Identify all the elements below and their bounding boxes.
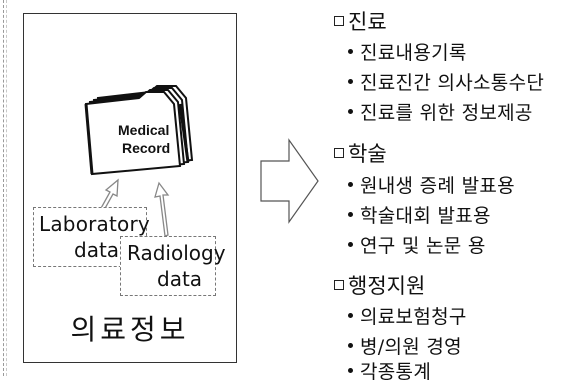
list-item: 병/의원 경영	[348, 332, 462, 359]
section-title-academic: 학술	[334, 138, 387, 168]
dot-bullet-icon	[348, 242, 353, 247]
medical-record-folder-icon	[84, 85, 194, 176]
list-item-text: 진료내용기록	[360, 42, 467, 64]
left-edge-border	[3, 0, 7, 376]
list-item: 진료진간 의사소통수단	[348, 68, 544, 95]
rad-label-line1: Radiology	[127, 241, 226, 265]
dot-bullet-icon	[348, 182, 353, 187]
section-title-text: 진료	[348, 10, 387, 34]
dot-bullet-icon	[348, 49, 353, 54]
square-bullet-icon	[334, 280, 344, 290]
list-item: 진료내용기록	[348, 38, 467, 65]
dot-bullet-icon	[348, 343, 353, 348]
list-item: 의료보험청구	[348, 302, 467, 329]
dot-bullet-icon	[348, 313, 353, 318]
section-title-clinical: 진료	[334, 6, 387, 36]
list-item: 각종통계	[348, 357, 431, 384]
lab-label-line2: data	[74, 238, 120, 262]
list-item-text: 각종통계	[360, 361, 432, 383]
list-item-text: 병/의원 경영	[360, 336, 462, 358]
list-item: 진료를 위한 정보제공	[348, 98, 533, 125]
folder-label-medical: Medical	[118, 122, 170, 138]
laboratory-data-box: Laboratory data	[33, 207, 150, 267]
folder-label-record: Record	[122, 140, 171, 156]
rad-to-record-arrow	[154, 181, 170, 237]
list-item: 연구 및 논문 용	[348, 231, 486, 258]
list-item: 원내생 증례 발표용	[348, 171, 515, 198]
dot-bullet-icon	[348, 79, 353, 84]
list-item-text: 원내생 증례 발표용	[360, 175, 515, 197]
section-title-text: 행정지원	[348, 274, 426, 298]
list-item-text: 진료진간 의사소통수단	[360, 72, 545, 94]
list-item-text: 의료보험청구	[360, 306, 467, 328]
square-bullet-icon	[334, 16, 344, 26]
list-item-text: 연구 및 논문 용	[360, 235, 486, 257]
medical-info-frame	[23, 13, 237, 363]
list-item: 학술대회 발표용	[348, 201, 491, 228]
square-bullet-icon	[334, 148, 344, 158]
lab-label-line1: Laboratory	[39, 212, 150, 236]
list-item-text: 진료를 위한 정보제공	[360, 102, 533, 124]
dot-bullet-icon	[348, 368, 353, 373]
radiology-data-box: Radiology data	[120, 236, 226, 296]
section-title-administrative: 행정지원	[334, 270, 425, 300]
section-title-text: 학술	[348, 142, 387, 166]
dot-bullet-icon	[348, 212, 353, 217]
rad-label-line2: data	[157, 267, 203, 291]
dot-bullet-icon	[348, 109, 353, 114]
medical-info-label: 의료정보	[70, 313, 190, 346]
flow-arrow-icon	[260, 138, 319, 224]
diagram-graphics	[84, 85, 319, 237]
list-item-text: 학술대회 발표용	[360, 205, 491, 227]
